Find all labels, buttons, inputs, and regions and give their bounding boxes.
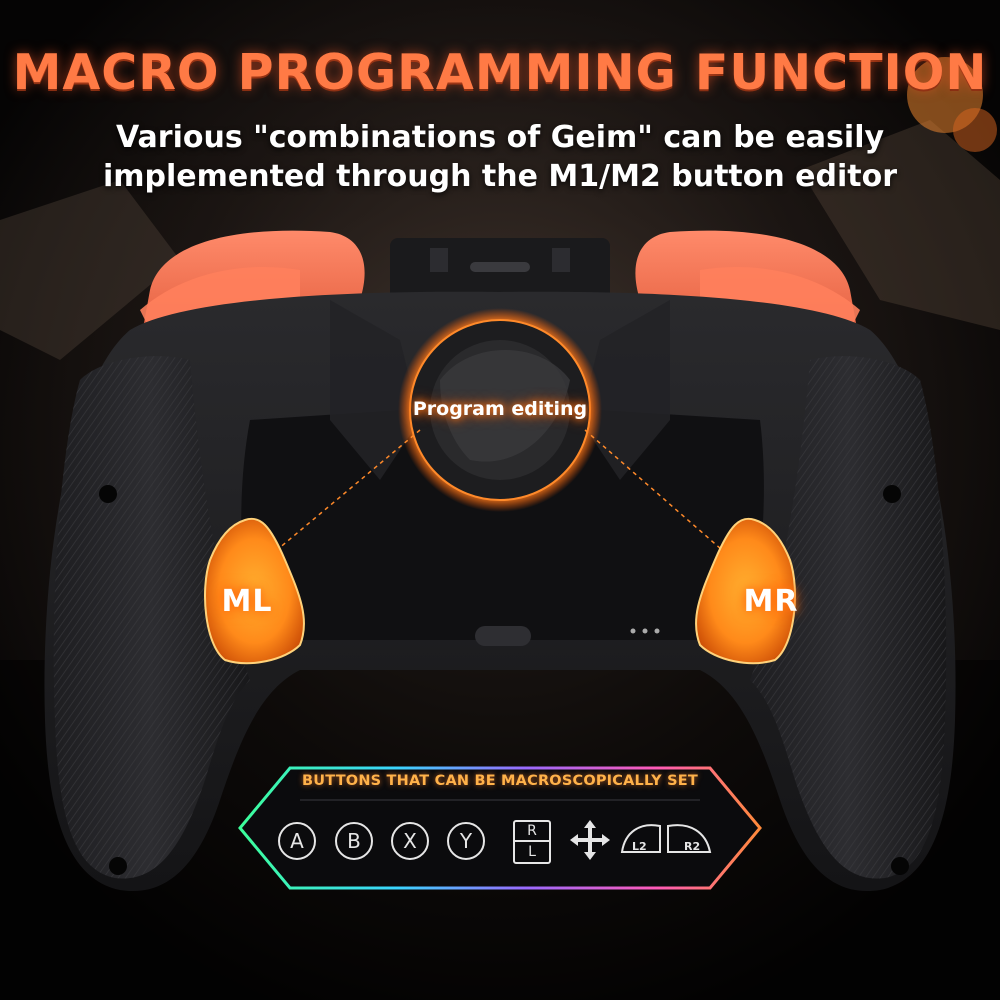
x-button-icon: X [391,822,429,860]
l2-label: L2 [632,840,647,853]
a-button-icon: A [278,822,316,860]
ml-label: ML [221,584,273,619]
b-button-icon: B [335,822,373,860]
ml-paddle [204,517,306,665]
y-button-icon: Y [447,822,485,860]
mr-paddle [694,517,796,665]
panel-title: BUTTONS THAT CAN BE MACROSCOPICALLY SET [302,773,698,789]
mr-label: MR [743,584,799,619]
button-panel [238,766,762,890]
subheadline-line-2: implemented through the M1/M2 button edi… [102,159,898,194]
program-editing-label: Program editing [412,398,588,420]
rl-button-icon: R L [513,820,551,864]
slide-switch [475,626,531,646]
r2-label: R2 [684,840,701,853]
l2-trigger-icon [620,824,661,853]
subheadline: Various "combinations of Geim" can be ea… [100,118,900,196]
subheadline-line-1: Various "combinations of Geim" can be ea… [115,120,885,155]
l-label: L [528,844,536,860]
r2-trigger-icon [667,824,712,853]
dpad-icon [570,820,610,860]
headline: MACRO PROGRAMMING FUNCTION [12,44,988,101]
r-label: R [515,822,549,842]
